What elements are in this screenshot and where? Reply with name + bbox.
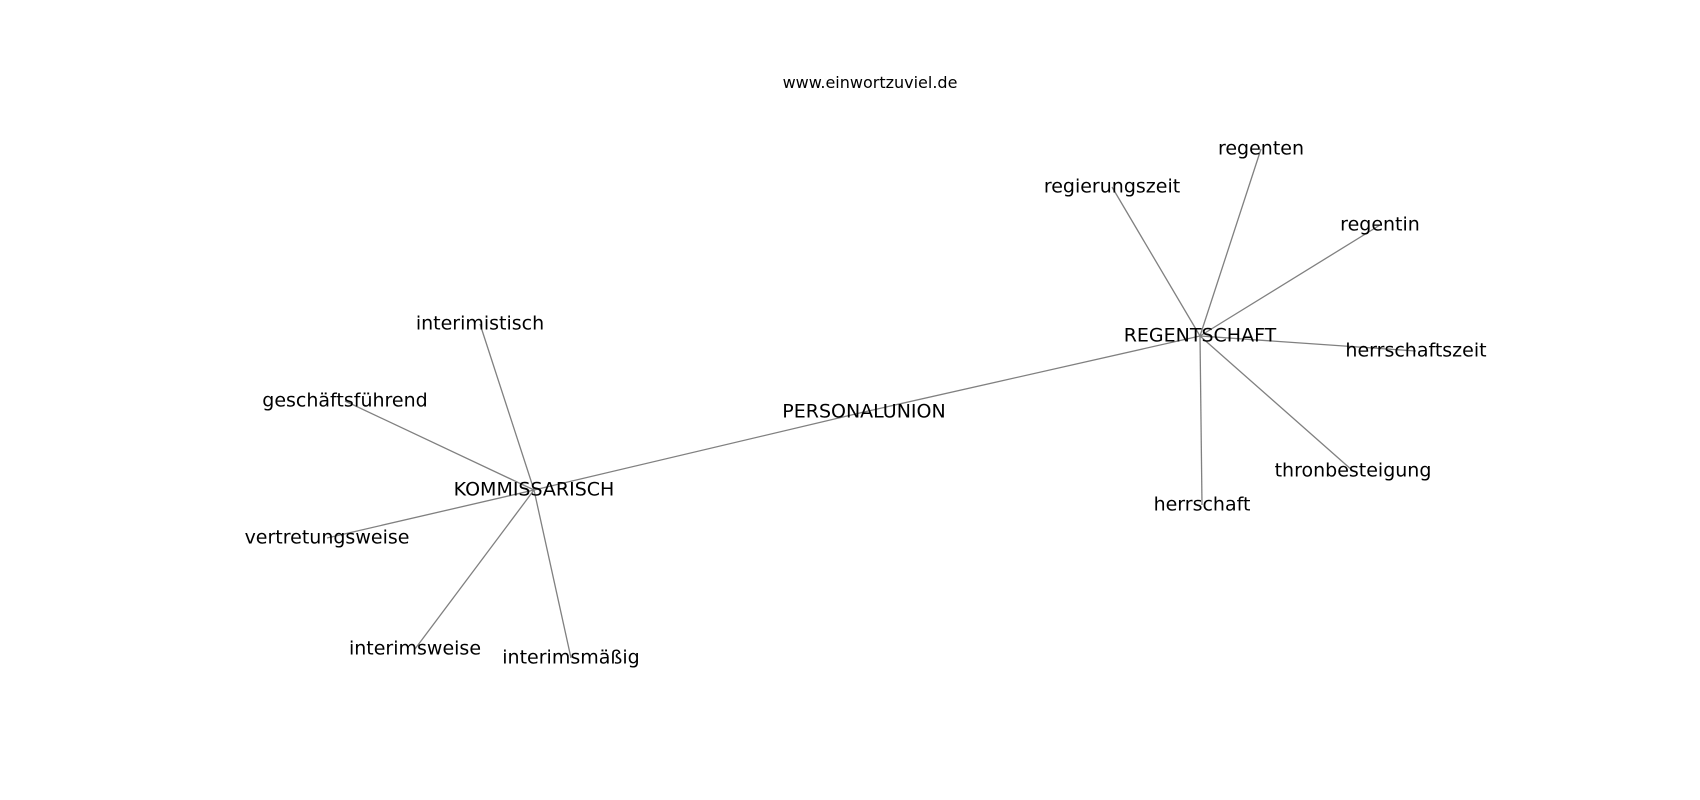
edge-regentschaft-regentin bbox=[1199, 224, 1381, 337]
node-regentschaft: REGENTSCHAFT bbox=[1124, 325, 1277, 347]
node-thronbesteigung: thronbesteigung bbox=[1275, 460, 1432, 482]
node-geschaeftsfuehrend: geschäftsführend bbox=[262, 390, 427, 412]
edge-regentschaft-regierungszeit bbox=[1111, 186, 1201, 337]
edge-kommissarisch-interimsmaessig bbox=[533, 489, 572, 659]
edge-personalunion-regentschaft bbox=[863, 335, 1201, 413]
edge-kommissarisch-interimsweise bbox=[414, 489, 535, 650]
node-herrschaft: herrschaft bbox=[1154, 494, 1251, 516]
node-herrschaftszeit: herrschaftszeit bbox=[1345, 340, 1486, 362]
edge-kommissarisch-interimistisch bbox=[479, 323, 535, 491]
edge-regentschaft-herrschaftszeit bbox=[1199, 335, 1417, 352]
edge-kommissarisch-geschaeftsfuehrend bbox=[344, 400, 535, 491]
node-vertretungsweise: vertretungsweise bbox=[245, 527, 410, 549]
node-regenten: regenten bbox=[1218, 138, 1304, 160]
node-group: PERSONALUNION KOMMISSARISCH REGENTSCHAFT in… bbox=[245, 138, 1487, 669]
edge-group bbox=[326, 148, 1417, 659]
node-interimistisch: interimistisch bbox=[416, 313, 544, 335]
edge-regentschaft-regenten bbox=[1199, 148, 1262, 337]
site-url: www.einwortzuviel.de bbox=[783, 73, 958, 92]
edge-regentschaft-herrschaft bbox=[1199, 335, 1203, 506]
node-interimsweise: interimsweise bbox=[349, 638, 481, 660]
edge-regentschaft-thronbesteigung bbox=[1199, 335, 1354, 472]
node-regierungszeit: regierungszeit bbox=[1044, 176, 1180, 198]
node-kommissarisch: KOMMISSARISCH bbox=[454, 479, 615, 501]
edge-kommissarisch-vertretungsweise bbox=[326, 489, 535, 539]
node-interimsmaessig: interimsmäßig bbox=[502, 647, 639, 669]
node-personalunion: PERSONALUNION bbox=[782, 401, 945, 423]
node-regentin: regentin bbox=[1340, 214, 1420, 236]
edge-personalunion-kommissarisch bbox=[533, 411, 865, 491]
